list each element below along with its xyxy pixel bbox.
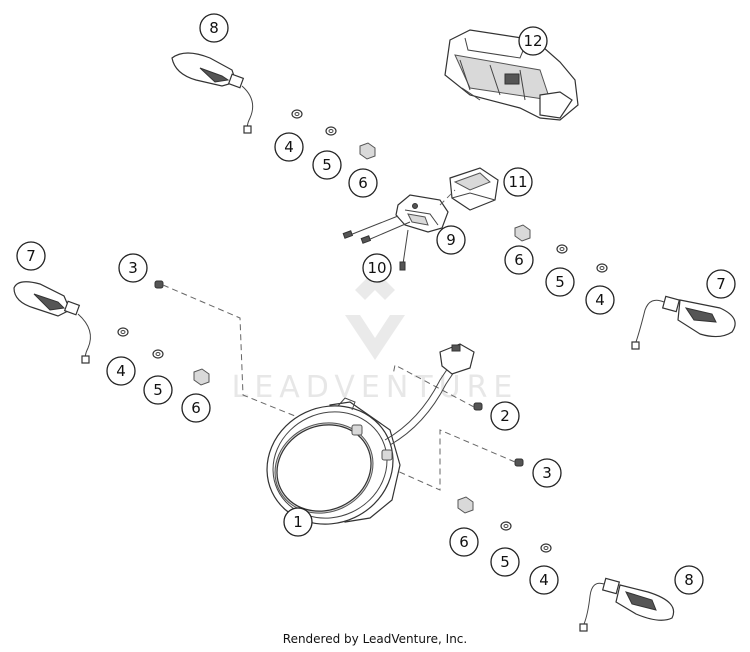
- svg-text:2: 2: [500, 407, 510, 425]
- headlight-part: [266, 343, 475, 525]
- callout-4-right: 4: [585, 285, 615, 315]
- callout-4-top: 4: [274, 132, 304, 162]
- svg-text:6: 6: [358, 174, 368, 192]
- svg-text:6: 6: [459, 533, 469, 551]
- svg-text:4: 4: [284, 138, 294, 156]
- callout-10: 10: [362, 253, 392, 283]
- callout-5-bottom: 5: [490, 547, 520, 577]
- svg-text:6: 6: [514, 251, 524, 269]
- callout-6-left: 6: [181, 393, 211, 423]
- callout-4-bottom: 4: [529, 565, 559, 595]
- svg-text:1: 1: [293, 513, 303, 531]
- svg-text:7: 7: [716, 275, 726, 293]
- light-bracket-part: [395, 194, 449, 233]
- license-light-part: [449, 167, 499, 211]
- callout-8-top: 8: [199, 13, 229, 43]
- footer-credit: Rendered by LeadVenture, Inc.: [282, 632, 468, 646]
- callout-6-top: 6: [348, 168, 378, 198]
- callout-6-bottom: 6: [449, 527, 479, 557]
- svg-text:3: 3: [128, 259, 138, 277]
- svg-text:8: 8: [684, 571, 694, 589]
- callout-5-right: 5: [545, 267, 575, 297]
- svg-text:5: 5: [153, 381, 163, 399]
- callout-7-left: 7: [16, 241, 46, 271]
- svg-text:7: 7: [26, 247, 36, 265]
- svg-text:5: 5: [500, 553, 510, 571]
- svg-text:12: 12: [523, 32, 542, 50]
- callout-5-top: 5: [312, 150, 342, 180]
- tail-bracket-part: [444, 29, 579, 121]
- svg-text:3: 3: [542, 464, 552, 482]
- callout-3-right: 3: [532, 458, 562, 488]
- callout-2: 2: [490, 401, 520, 431]
- callout-6-right: 6: [504, 245, 534, 275]
- svg-text:11: 11: [508, 173, 527, 191]
- svg-text:4: 4: [595, 291, 605, 309]
- callout-8-bottom: 8: [674, 565, 704, 595]
- turn-signal-left-part: [13, 281, 91, 364]
- svg-text:4: 4: [116, 362, 126, 380]
- callout-11: 11: [503, 167, 533, 197]
- washers-nuts-part: [117, 109, 608, 553]
- callout-9: 9: [436, 225, 466, 255]
- svg-text:9: 9: [446, 231, 456, 249]
- watermark-logo-icon: [345, 270, 405, 360]
- svg-text:5: 5: [555, 273, 565, 291]
- callout-12: 12: [518, 26, 548, 56]
- svg-text:6: 6: [191, 399, 201, 417]
- svg-text:4: 4: [539, 571, 549, 589]
- callout-1: 1: [283, 507, 313, 537]
- callout-4-left: 4: [106, 356, 136, 386]
- svg-text:10: 10: [367, 259, 386, 277]
- svg-text:8: 8: [209, 19, 219, 37]
- assembly-lines: [162, 284, 516, 491]
- callout-5-left: 5: [143, 375, 173, 405]
- svg-text:5: 5: [322, 156, 332, 174]
- callout-3-left: 3: [118, 253, 148, 283]
- turn-signal-top-left-part: [171, 52, 254, 134]
- turn-signal-bottom-right-part: [579, 577, 675, 632]
- watermark-text: LEADVENTURE: [231, 370, 519, 405]
- callout-7-right: 7: [706, 269, 736, 299]
- screws-part: [342, 189, 456, 271]
- turn-signal-right-part: [631, 295, 736, 350]
